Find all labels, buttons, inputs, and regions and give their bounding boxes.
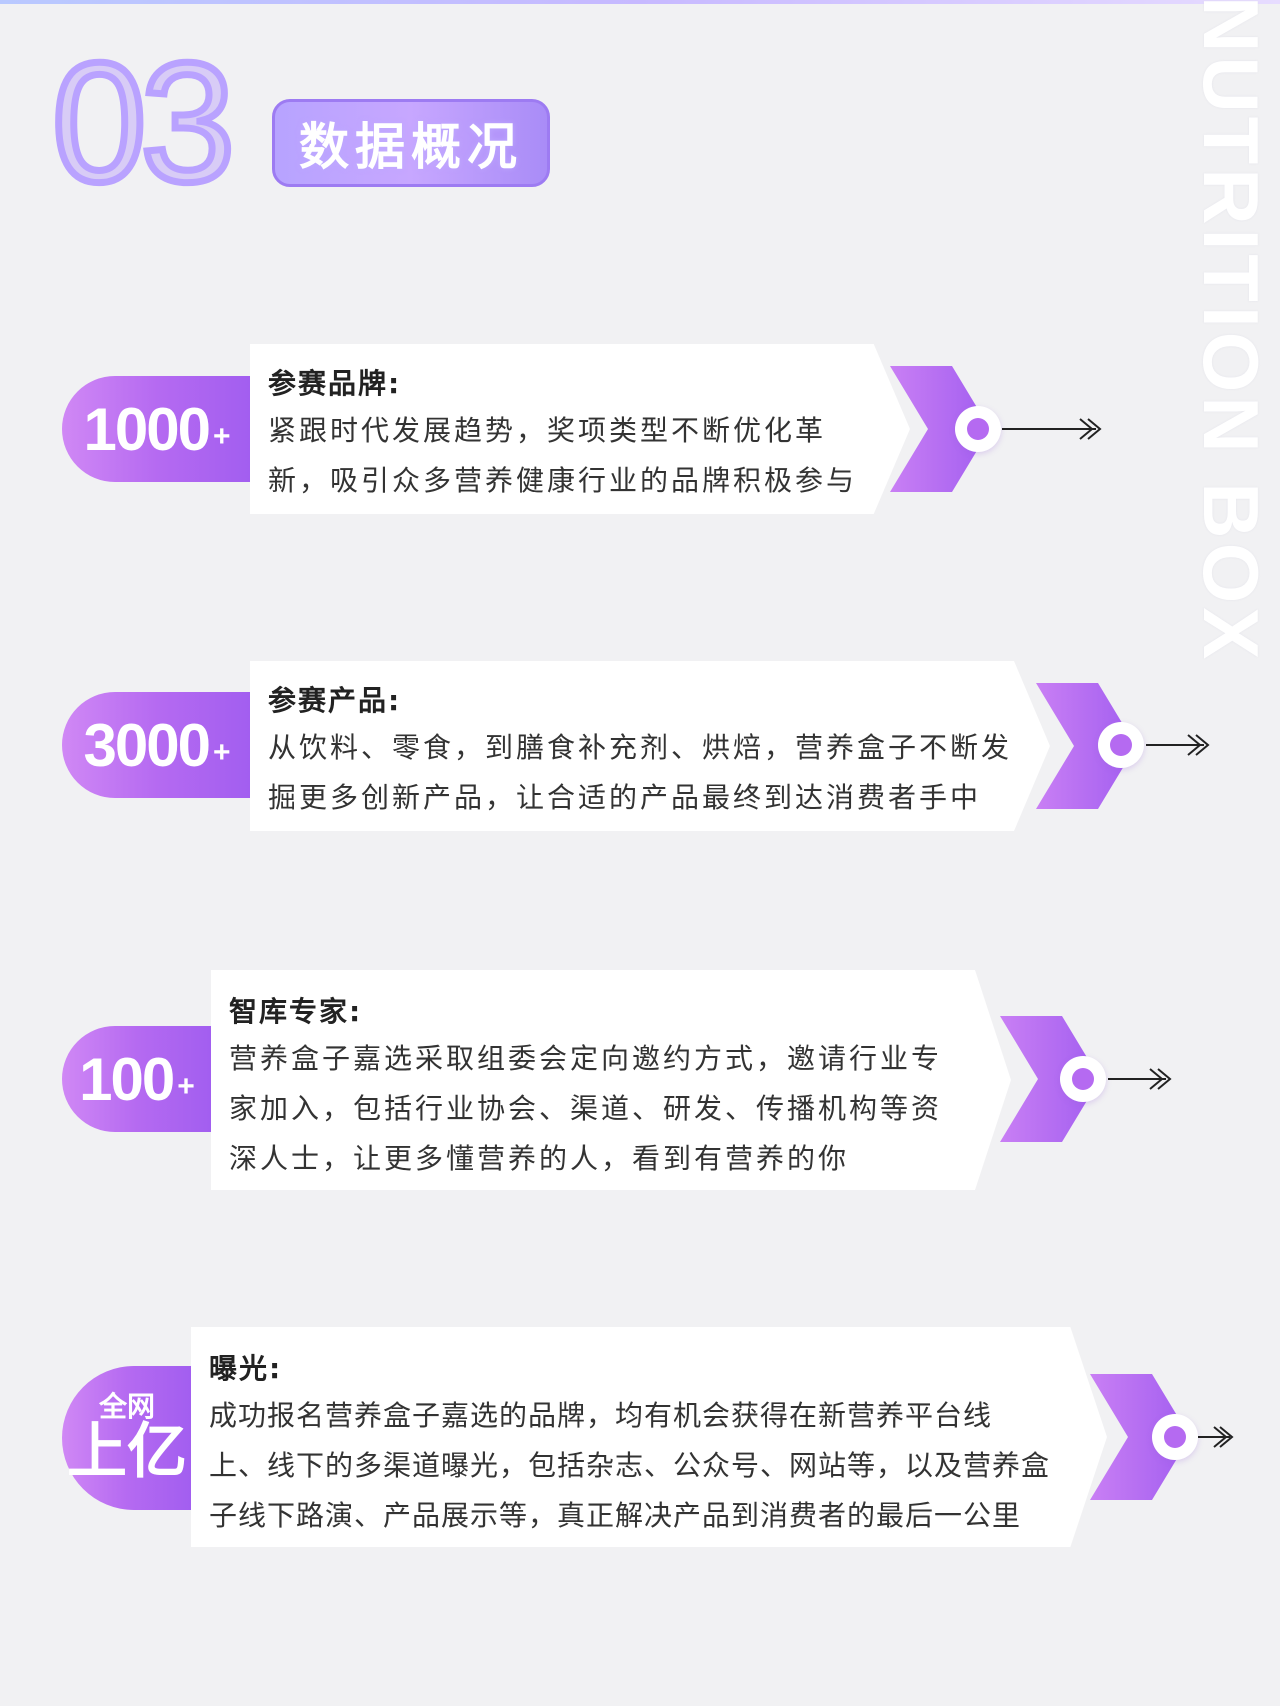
stat-card: 参赛产品: 从饮料、零食，到膳食补充剂、烘焙，营养盒子不断发 掘更多创新产品，让… [250,661,1050,831]
arrow-right-icon [1146,734,1210,756]
description-line: 家加入，包括行业协会、渠道、研发、传播机构等资 [229,1092,943,1125]
card-wedge [1000,1016,1100,1142]
stat-card: 曝光: 成功报名营养盒子嘉选的品牌，均有机会获得在新营养平台线 上、线下的多渠道… [191,1327,1107,1547]
stat-value: 1000 [83,395,210,463]
description-line: 新，吸引众多营养健康行业的品牌积极参与 [268,464,858,497]
stat-description: 从饮料、零食，到膳食补充剂、烘焙，营养盒子不断发 掘更多创新产品，让合适的产品最… [268,723,1032,823]
stat-value: 100 [79,1045,175,1113]
stat-title: 智库专家: [229,995,363,1028]
arrow-right-icon [1108,1068,1172,1090]
stat-value-prefix: 全网 [98,1390,155,1422]
section-title: 数据概况 [272,99,550,187]
stat-pill: 1000 + [62,376,252,482]
description-line: 成功报名营养盒子嘉选的品牌，均有机会获得在新营养平台线 [209,1399,993,1432]
description-line: 子线下路演、产品展示等，真正解决产品到消费者的最后一公里 [209,1499,1022,1532]
stat-pill: 3000 + [62,692,252,798]
top-accent-bar [0,0,1280,4]
stat-title: 曝光: [209,1352,283,1385]
stat-suffix: + [177,1070,195,1103]
description-line: 深人士，让更多懂营养的人，看到有营养的你 [229,1142,850,1175]
stat-card: 智库专家: 营养盒子嘉选采取组委会定向邀约方式，邀请行业专 家加入，包括行业协会… [211,970,1011,1190]
vertical-brand-text: NUTRITION BOX [1187,0,1275,664]
card-wedge [1090,1374,1190,1500]
description-line: 从饮料、零食，到膳食补充剂、烘焙，营养盒子不断发 [268,731,1013,764]
stat-title: 参赛产品: [268,684,402,717]
card-wedge [1036,683,1136,809]
description-line: 掘更多创新产品，让合适的产品最终到达消费者手中 [268,781,982,814]
stat-suffix: + [212,736,231,769]
stat-title: 参赛品牌: [268,367,402,400]
stat-description: 营养盒子嘉选采取组委会定向邀约方式，邀请行业专 家加入，包括行业协会、渠道、研发… [229,1034,993,1184]
description-line: 上、线下的多渠道曝光，包括杂志、公众号、网站等，以及营养盒 [209,1449,1051,1482]
stat-value: 上亿 [67,1416,187,1487]
stat-description: 成功报名营养盒子嘉选的品牌，均有机会获得在新营养平台线 上、线下的多渠道曝光，包… [209,1391,1089,1541]
stat-value: 3000 [83,711,210,779]
stat-suffix: + [212,420,231,453]
description-line: 营养盒子嘉选采取组委会定向邀约方式，邀请行业专 [229,1042,943,1075]
arrow-right-icon [1198,1426,1234,1448]
stat-pill: 100 + [62,1026,212,1132]
connector-dot [955,406,1001,452]
section-number: 03 [48,28,238,218]
arrow-right-icon [1002,418,1102,440]
stat-pill: 全网 上亿 [62,1366,192,1510]
description-line: 紧跟时代发展趋势，奖项类型不断优化革 [268,414,827,447]
connector-dot [1152,1414,1198,1460]
connector-dot [1060,1056,1106,1102]
connector-dot [1098,722,1144,768]
stat-card: 参赛品牌: 紧跟时代发展趋势，奖项类型不断优化革 新，吸引众多营养健康行业的品牌… [250,344,910,514]
stat-description: 紧跟时代发展趋势，奖项类型不断优化革 新，吸引众多营养健康行业的品牌积极参与 [268,406,892,506]
card-wedge [890,366,990,492]
